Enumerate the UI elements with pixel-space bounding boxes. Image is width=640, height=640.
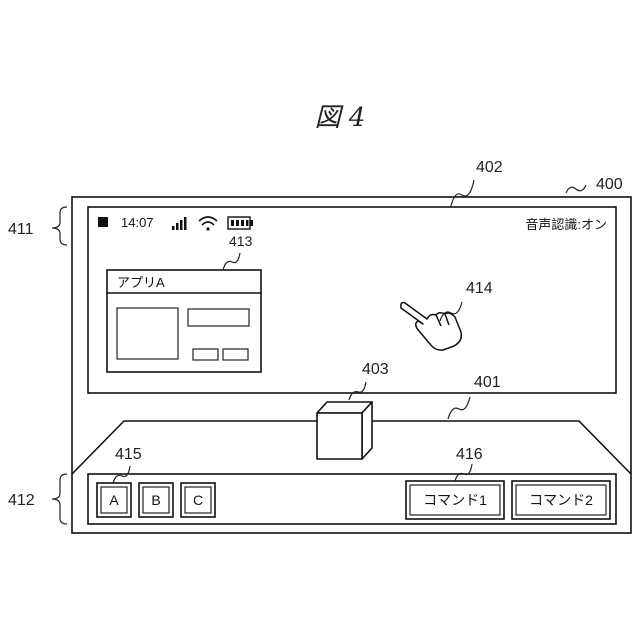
leader-400 [566,185,586,193]
leader-401 [448,397,470,419]
button-a-label: A [109,492,119,508]
signal-bars-icon [172,217,187,230]
lower-brace [52,474,67,524]
wifi-icon [199,217,217,231]
leader-403 [349,382,366,400]
command-2-label: コマンド2 [529,492,593,508]
figure-title: 図 4 [315,103,366,133]
ref-415: 415 [115,446,142,463]
app-window[interactable]: アプリA [107,270,261,372]
leader-413 [223,253,240,270]
leader-402 [451,180,474,206]
status-time: 14:07 [121,215,154,230]
ref-401: 401 [474,374,501,391]
battery-icon [228,217,253,229]
ref-414: 414 [466,280,493,297]
button-c[interactable]: C [181,483,215,517]
upper-display [88,207,616,393]
voice-recognition-status: 音声認識:オン [525,217,607,232]
cube-object[interactable] [317,402,372,459]
ref-402: 402 [476,159,503,176]
button-c-label: C [193,492,203,508]
ref-412: 412 [8,492,35,509]
upper-brace [52,207,67,245]
button-b[interactable]: B [139,483,173,517]
ref-403: 403 [362,361,389,378]
hand-pointer-icon [401,303,462,351]
ref-400: 400 [596,176,623,193]
command-1-label: コマンド1 [423,492,487,508]
button-b-label: B [151,492,160,508]
app-text-field[interactable] [188,309,249,326]
app-window-title: アプリA [117,275,165,290]
ref-413: 413 [229,233,253,249]
command-1-button[interactable]: コマンド1 [406,481,504,519]
app-button-ok[interactable] [193,349,218,360]
app-content-panel [117,308,178,359]
command-2-button[interactable]: コマンド2 [512,481,610,519]
ref-411: 411 [8,221,34,238]
button-a[interactable]: A [97,483,131,517]
leader-416 [455,464,472,481]
ref-416: 416 [456,446,483,463]
stop-square-icon [98,217,108,227]
app-button-cancel[interactable] [223,349,248,360]
